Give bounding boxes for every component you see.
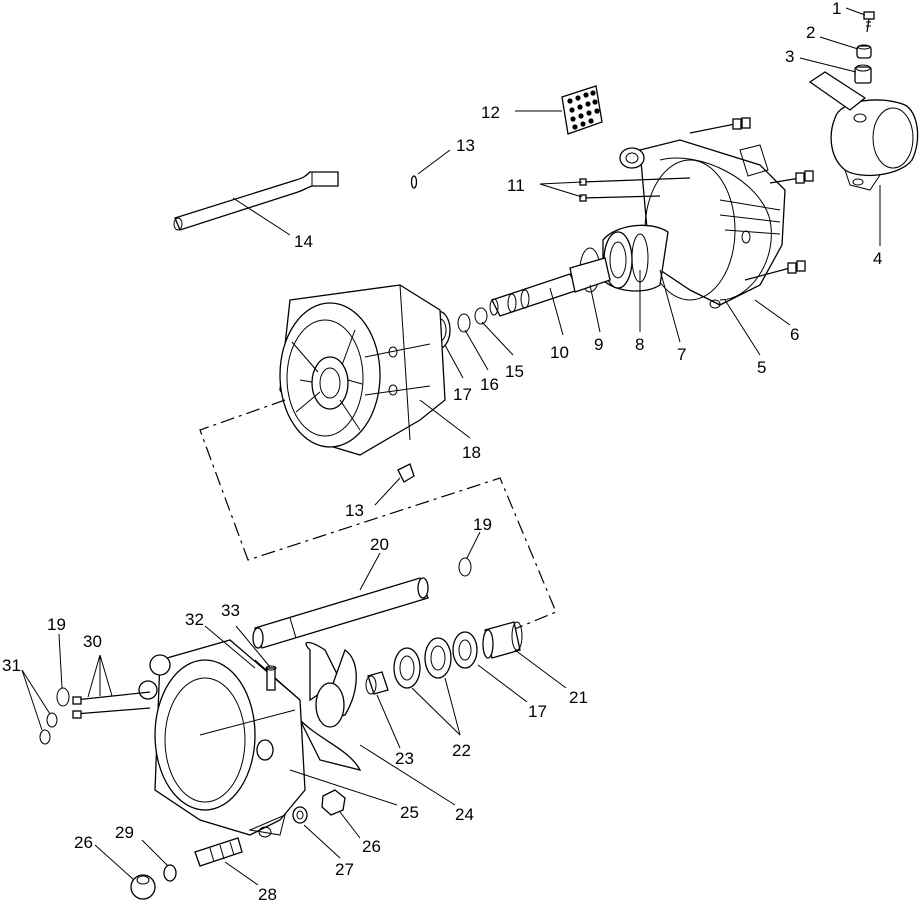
callout-25: 25 [400, 803, 419, 822]
callout-labels: 1 2 3 4 5 6 7 8 9 10 11 12 13 13 14 15 1… [2, 0, 882, 902]
callout-32: 32 [185, 610, 204, 629]
part-6-bolts [689, 117, 814, 281]
callout-10: 10 [550, 343, 569, 362]
part-26-nut-left [130, 874, 156, 900]
part-12-screen [561, 85, 603, 135]
callout-8: 8 [635, 335, 644, 354]
callout-11: 11 [507, 176, 525, 195]
callout-29: 29 [115, 823, 134, 842]
callout-17-lower: 17 [528, 702, 547, 721]
part-20-drive-shaft [252, 577, 429, 649]
leader-lines [21, 7, 881, 886]
callout-26-right: 26 [362, 837, 381, 856]
part-18-pump-case [279, 284, 446, 456]
part-3-spacer [854, 64, 872, 84]
callout-1: 1 [832, 0, 841, 18]
callout-24: 24 [455, 805, 474, 824]
callout-30: 30 [83, 632, 102, 651]
callout-33: 33 [221, 601, 240, 620]
part-29-washer [163, 864, 177, 882]
callout-2: 2 [806, 23, 815, 42]
callout-15: 15 [505, 362, 524, 381]
callout-26-left: 26 [74, 833, 93, 852]
part-13-plug-lower [397, 463, 415, 483]
part-23-spacer [365, 671, 389, 695]
part-15-ring [474, 307, 488, 325]
callout-31: 31 [2, 656, 21, 675]
callout-22: 22 [452, 741, 471, 760]
part-28-fitting [194, 837, 243, 867]
part-2-washer [856, 44, 872, 59]
callout-27: 27 [335, 860, 354, 879]
callout-23: 23 [395, 749, 414, 768]
callout-3: 3 [785, 47, 794, 66]
callout-13-lower: 13 [345, 501, 364, 520]
part-11-studs [579, 177, 691, 202]
callout-28: 28 [258, 885, 277, 902]
part-10-shaft [489, 257, 611, 317]
part-19-ring-left [56, 687, 70, 707]
callout-19-right: 19 [473, 515, 492, 534]
part-1-screw [863, 11, 875, 33]
part-14-hose [173, 171, 339, 231]
part-26-nut-right [321, 789, 346, 816]
part-25-pump-body [138, 639, 306, 838]
part-16-ring [457, 313, 471, 333]
part-22-seals [393, 637, 452, 689]
callout-18: 18 [462, 443, 481, 462]
part-33-fitting [265, 665, 277, 691]
callout-7: 7 [677, 345, 686, 364]
callout-20: 20 [370, 535, 389, 554]
callout-14: 14 [294, 232, 313, 251]
callout-5: 5 [757, 358, 766, 377]
part-13-plug-top [410, 175, 418, 189]
callout-19-left: 19 [47, 615, 66, 634]
callout-13-top: 13 [456, 136, 475, 155]
phantom-connector-line [199, 399, 557, 636]
part-8-stator [602, 224, 669, 292]
callout-4: 4 [873, 249, 882, 268]
callout-6: 6 [790, 325, 799, 344]
part-5-pump-housing [619, 139, 786, 309]
callout-17-top: 17 [453, 385, 472, 404]
part-17-bearing-lower [452, 631, 478, 669]
part-30-studs [72, 691, 151, 719]
callout-12: 12 [481, 103, 500, 122]
part-4-steering-nozzle [808, 71, 919, 191]
part-24-impeller [299, 641, 362, 771]
callout-9: 9 [594, 335, 603, 354]
callout-21: 21 [569, 688, 588, 707]
part-21-sleeve [482, 621, 523, 659]
part-19-ring-right [458, 557, 472, 577]
part-31-washers [39, 712, 58, 745]
part-27-washer [292, 806, 308, 824]
callout-16: 16 [480, 375, 499, 394]
